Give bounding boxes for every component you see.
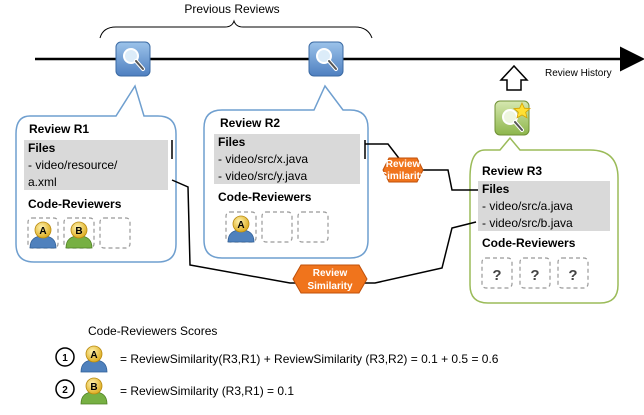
rank-badge bbox=[55, 379, 75, 399]
rank-number: 2 bbox=[62, 385, 68, 396]
magnifier-icon[interactable] bbox=[115, 41, 151, 77]
reviewer-unknown-mark: ? bbox=[530, 267, 539, 284]
reviewer-unknown-mark: ? bbox=[568, 267, 577, 284]
reviewer-slot bbox=[261, 211, 293, 243]
up-arrow-icon bbox=[499, 64, 529, 91]
review-r3-files-label: Files bbox=[482, 182, 510, 196]
previous-reviews-bracket bbox=[99, 19, 373, 39]
review-r2-file-1: - video/src/x.java bbox=[218, 152, 308, 166]
review-r2-file-2: - video/src/y.java bbox=[218, 169, 307, 183]
review-r1-reviewer-slots bbox=[27, 217, 131, 249]
score-row-2: 2 B = ReviewSimilarity (R3,R1) = 0.1 bbox=[55, 377, 294, 405]
avatar-a-letter: A bbox=[237, 220, 244, 231]
avatar-a-letter: A bbox=[90, 350, 97, 361]
review-r3-title: Review R3 bbox=[482, 164, 542, 178]
reviewer-slot bbox=[99, 217, 131, 249]
review-r1-file-1: - video/resource/ bbox=[28, 158, 118, 172]
review-r3-files-bg bbox=[478, 181, 610, 231]
review-r3-file-2: - video/src/b.java bbox=[482, 216, 573, 230]
avatar-a-icon: A bbox=[29, 221, 57, 249]
score-formula: = ReviewSimilarity(R3,R1) + ReviewSimila… bbox=[120, 352, 499, 366]
review-r1-reviewers-label: Code-Reviewers bbox=[28, 197, 122, 211]
similarity-badge-1-line1: Review bbox=[386, 159, 421, 170]
avatar-a-icon: A bbox=[80, 345, 108, 373]
review-r3-file-1: - video/src/a.java bbox=[482, 199, 573, 213]
review-r2-reviewers-label: Code-Reviewers bbox=[218, 190, 312, 204]
review-r3-reviewers-label: Code-Reviewers bbox=[482, 236, 576, 250]
review-r1-title: Review R1 bbox=[29, 122, 89, 136]
avatar-b-icon: B bbox=[80, 377, 108, 405]
connector-r2-r3 bbox=[365, 143, 478, 191]
avatar-b-letter: B bbox=[90, 382, 97, 393]
star-icon bbox=[513, 102, 531, 119]
reviewer-slot-unknown bbox=[557, 257, 589, 289]
review-r2-files-label: Files bbox=[218, 135, 246, 149]
rank-badge bbox=[55, 347, 75, 367]
reviewer-slot bbox=[27, 217, 59, 249]
avatar-b-icon: B bbox=[65, 221, 93, 249]
review-r1-files-bg bbox=[24, 140, 168, 190]
score-formula: = ReviewSimilarity (R3,R1) = 0.1 bbox=[120, 384, 294, 398]
magnifier-star-icon[interactable] bbox=[494, 100, 531, 136]
similarity-badge-2 bbox=[292, 264, 368, 294]
review-history-label: Review History bbox=[545, 68, 612, 79]
avatar-a-icon: A bbox=[227, 215, 255, 243]
similarity-badge-1 bbox=[382, 157, 424, 183]
reviewer-slot bbox=[63, 217, 95, 249]
reviewer-slot-unknown bbox=[519, 257, 551, 289]
rank-number: 1 bbox=[62, 353, 68, 364]
review-r3-reviewer-slots: ? ? ? bbox=[481, 257, 589, 289]
score-row-1: 1 A = ReviewSimilarity(R3,R1) + ReviewSi… bbox=[55, 345, 499, 373]
reviewer-slot-unknown bbox=[481, 257, 513, 289]
review-r2-reviewer-slots bbox=[225, 211, 329, 243]
review-r2-title: Review R2 bbox=[220, 116, 280, 130]
review-r2-files-bg bbox=[214, 134, 360, 184]
similarity-badge-2-line1: Review bbox=[313, 268, 348, 279]
avatar-b-letter: B bbox=[75, 226, 82, 237]
similarity-badge-1-line2: Similarity bbox=[380, 171, 425, 182]
review-r1-files-label: Files bbox=[28, 141, 56, 155]
magnifier-icon[interactable] bbox=[308, 41, 344, 77]
review-r1-file-2: a.xml bbox=[28, 175, 57, 189]
scores-title: Code-Reviewers Scores bbox=[88, 324, 217, 338]
avatar-a-letter: A bbox=[39, 226, 46, 237]
reviewer-unknown-mark: ? bbox=[492, 267, 501, 284]
previous-reviews-label: Previous Reviews bbox=[184, 2, 279, 16]
reviewer-slot bbox=[297, 211, 329, 243]
reviewer-slot bbox=[225, 211, 257, 243]
similarity-badge-2-line2: Similarity bbox=[307, 281, 352, 292]
